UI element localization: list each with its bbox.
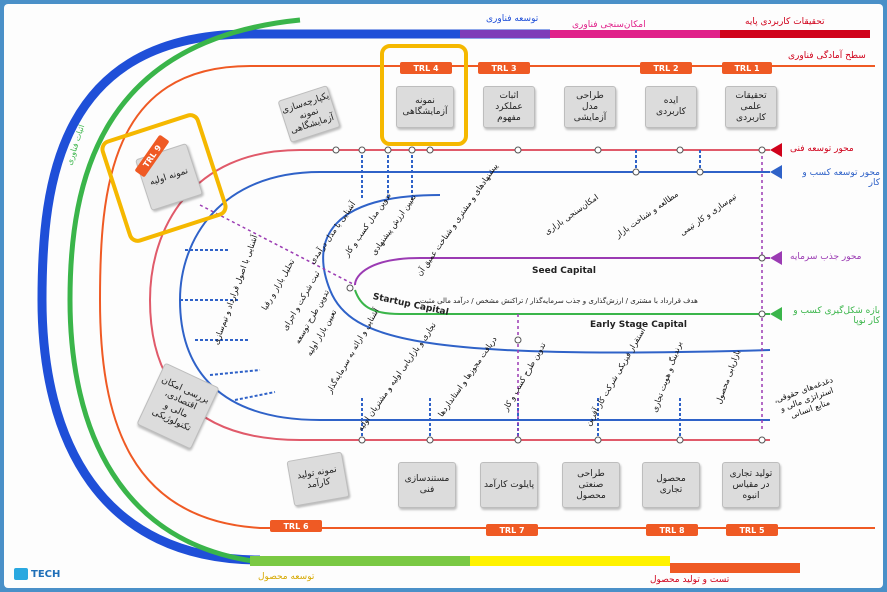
highlight-trl4 [380, 44, 468, 146]
box-proof-of-concept: اثبات عملکرد مفهوم [483, 86, 535, 128]
trl5-badge: TRL 5 [726, 524, 778, 536]
capital-axis-label: محور جذب سرمایه [790, 252, 862, 262]
box-industrial-design: طراحی صنعتی محصول [562, 462, 620, 508]
box-efficient-pilot: پایلوت کارآمد [480, 462, 538, 508]
box-commercial-product: محصول تجاری [642, 462, 700, 508]
box-applied-idea: ایده کاربردی [645, 86, 697, 128]
logo-mark-icon [14, 568, 28, 580]
trl6-badge: TRL 6 [270, 520, 322, 532]
early-stage-capital-label: Early Stage Capital [590, 320, 687, 330]
tech-axis-label: محور توسعه فنی [790, 144, 854, 154]
logo: TECH [14, 568, 60, 580]
capital-goal-label: هدف قرارداد با مشتری / ارزش‌گذاری و جذب … [420, 297, 698, 305]
tech-readiness-label: سطح آمادگی فناوری [788, 51, 866, 61]
test-production-label: تست و تولید محصول [650, 575, 730, 585]
trl3-badge: TRL 3 [478, 62, 530, 74]
box-applied-research: تحقیقات علمی کاربردی [725, 86, 777, 128]
trl7-badge: TRL 7 [486, 524, 538, 536]
trl2-badge: TRL 2 [640, 62, 692, 74]
box-test-model: طراحی مدل آزمایشی [564, 86, 616, 128]
trl8-badge: TRL 8 [646, 524, 698, 536]
market-axis-label: بازه شکل‌گیری کسب و کار نوپا [793, 306, 880, 326]
seed-capital-label: Seed Capital [532, 266, 596, 276]
box-pilot-sample: نمونه تولید کارآمد [286, 451, 350, 507]
tech-measure-label: امکان‌سنجی فناوری [572, 20, 646, 30]
box-technical-docs: مستندسازی فنی [398, 462, 456, 508]
product-dev-label: توسعه محصول [258, 572, 315, 582]
box-lab-sample: نمونه آزمایشگاهی [396, 86, 454, 128]
box-mass-production: تولید تجاری در مقیاس انبوه [722, 462, 780, 508]
biz-axis-label: محور توسعه کسب و کار [802, 168, 880, 188]
applied-research-label: تحقیقات کاربردی پایه [745, 17, 825, 27]
trl1-badge: TRL 1 [722, 62, 772, 74]
trl4-badge: TRL 4 [400, 62, 452, 74]
tech-dev-label: توسعه فناوری [486, 14, 539, 24]
logo-text: TECH [31, 568, 61, 580]
